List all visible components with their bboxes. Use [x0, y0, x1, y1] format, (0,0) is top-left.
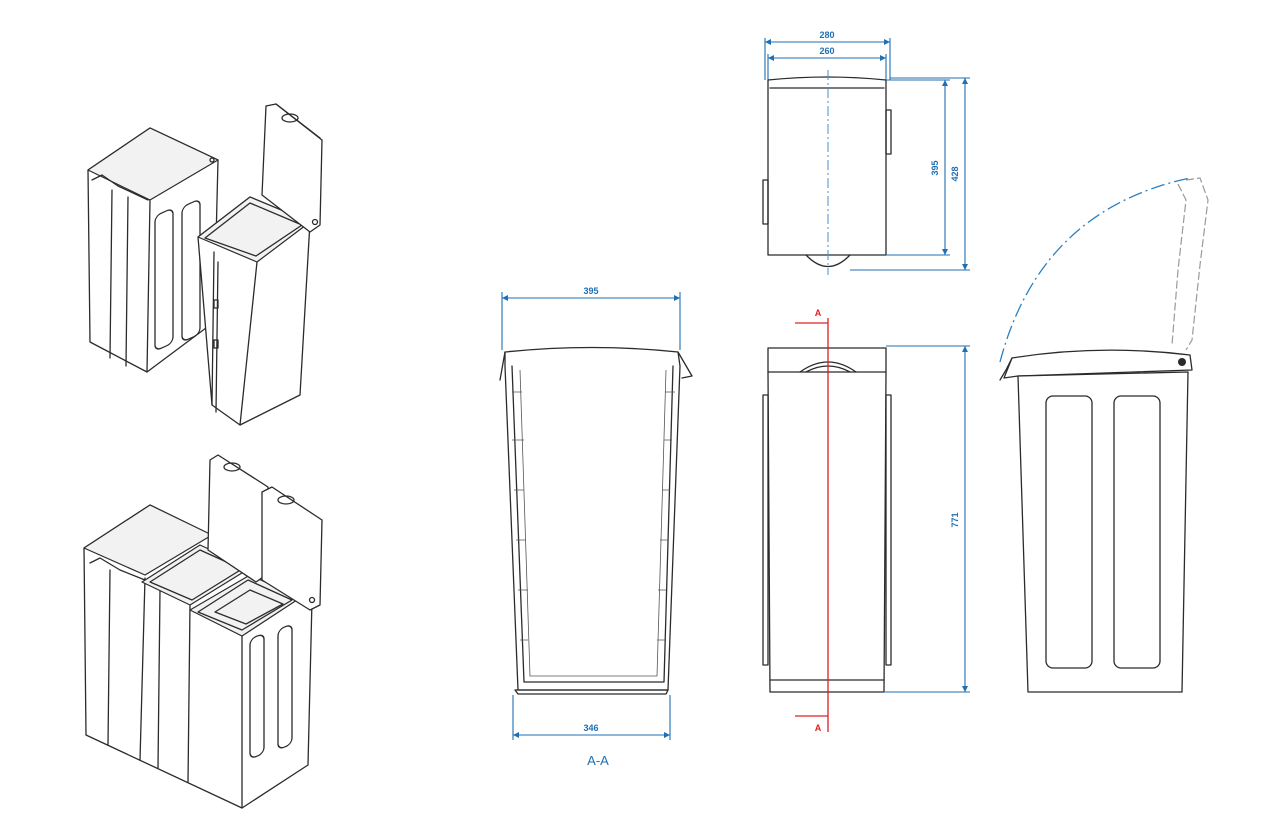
section-label: A-A	[587, 753, 609, 768]
top-view: 280 260 395 428	[762, 30, 970, 275]
front-view: A A 771	[762, 308, 970, 733]
section-marker-top: A	[815, 308, 822, 318]
dim-section-top-width: 395	[583, 286, 598, 296]
side-view-lid-swing	[999, 177, 1209, 693]
dim-top-inner-width: 260	[819, 46, 834, 56]
iso-double-bin-open	[83, 454, 323, 809]
dim-top-outer-width: 280	[819, 30, 834, 40]
dim-top-depth-inner: 395	[930, 160, 940, 175]
dim-front-height: 771	[950, 512, 960, 527]
dim-top-depth-outer: 428	[950, 166, 960, 181]
dim-section-bottom-width: 346	[583, 723, 598, 733]
section-marker-bottom: A	[815, 723, 822, 733]
section-view-a-a: 395 346 A-A	[499, 286, 693, 768]
iso-single-bin-open	[87, 103, 323, 426]
